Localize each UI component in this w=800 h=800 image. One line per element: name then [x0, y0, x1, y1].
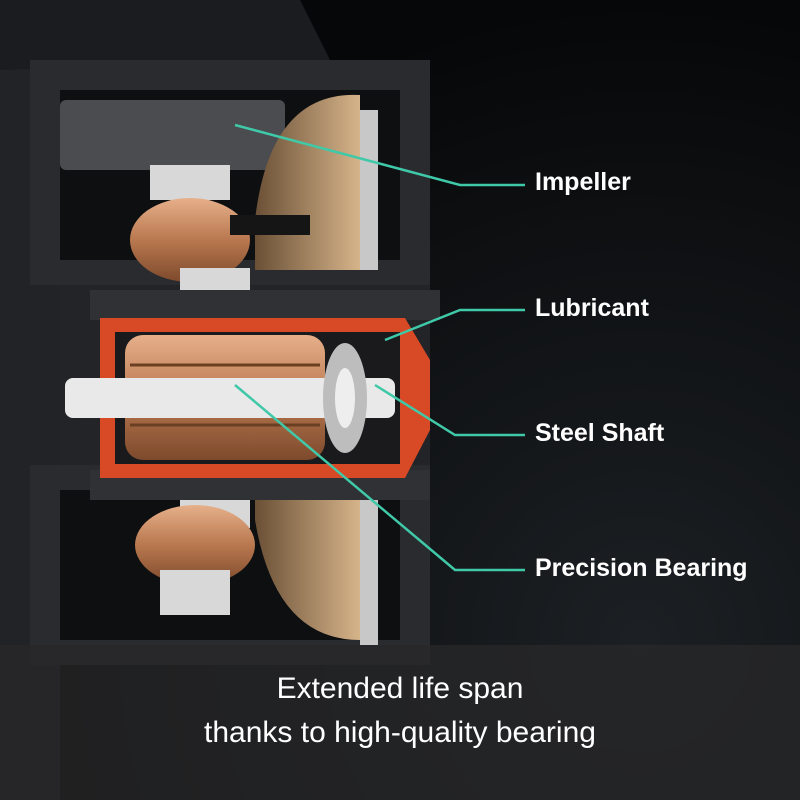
caption-banner: Extended life span thanks to high-qualit… [0, 645, 800, 800]
steel-shaft [65, 378, 395, 418]
impeller-block [60, 100, 285, 170]
copper-coil-bottom [135, 500, 255, 615]
leader-lines [234, 123, 525, 572]
label-precision-bearing: Precision Bearing [535, 554, 748, 582]
label-steel-shaft: Steel Shaft [535, 419, 665, 447]
label-lubricant: Lubricant [535, 294, 649, 322]
label-impeller: Impeller [535, 168, 631, 196]
caption-line-2: thanks to high-quality bearing [204, 716, 596, 749]
caption-line-1: Extended life span [276, 672, 524, 705]
copper-coil-top [130, 165, 310, 296]
impeller-disk-bottom [255, 500, 360, 640]
